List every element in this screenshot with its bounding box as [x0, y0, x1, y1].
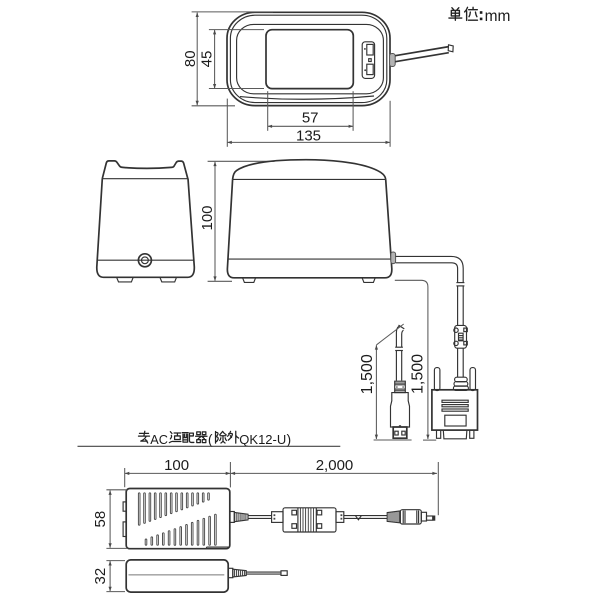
svg-text:2,000: 2,000	[316, 457, 354, 474]
svg-text:): )	[287, 431, 292, 447]
svg-text:QK12-U: QK12-U	[239, 432, 286, 447]
svg-text:AC: AC	[150, 433, 168, 447]
svg-text:100: 100	[199, 205, 216, 230]
svg-text:135: 135	[296, 127, 321, 144]
svg-text:100: 100	[164, 457, 189, 474]
svg-text:80: 80	[182, 50, 199, 67]
svg-text:58: 58	[92, 511, 109, 528]
svg-text:(: (	[208, 431, 213, 447]
svg-text:32: 32	[92, 568, 109, 585]
svg-text:57: 57	[302, 110, 319, 127]
svg-text:mm: mm	[485, 8, 511, 25]
svg-text:1,500: 1,500	[410, 354, 427, 394]
svg-text:45: 45	[199, 51, 216, 68]
svg-text:1,500: 1,500	[359, 354, 376, 394]
